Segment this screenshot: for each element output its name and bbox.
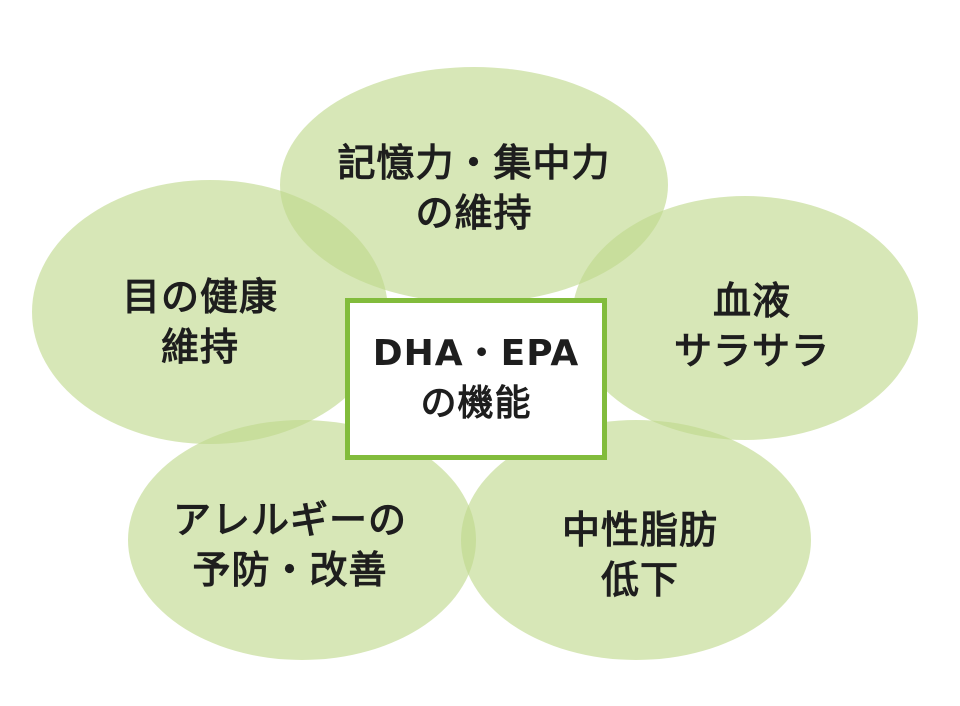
- petal-fat: [461, 420, 811, 660]
- petal-memory: [280, 67, 668, 303]
- center-box: DHA・EPA の機能: [345, 298, 607, 460]
- eye-line2: 維持: [160, 325, 240, 369]
- petal-label-eye: 目の健康 維持: [122, 272, 278, 372]
- allergy-line2: 予防・改善: [192, 548, 388, 592]
- petal-blood: [572, 196, 918, 440]
- memory-line2: の維持: [415, 191, 533, 235]
- petal-allergy: [128, 420, 476, 660]
- memory-line1: 記憶力・集中力: [337, 141, 611, 185]
- petal-label-allergy: アレルギーの 予防・改善: [173, 495, 407, 595]
- center-title: DHA・EPA: [372, 333, 580, 374]
- blood-line1: 血液: [712, 279, 792, 323]
- petal-eye: [32, 180, 388, 444]
- eye-line1: 目の健康: [121, 275, 279, 319]
- petal-label-memory: 記憶力・集中力 の維持: [337, 138, 610, 238]
- allergy-line1: アレルギーの: [172, 498, 408, 542]
- fat-line2: 低下: [600, 558, 680, 602]
- center-subtitle: の機能: [420, 383, 532, 424]
- blood-line2: サラサラ: [673, 329, 831, 373]
- petal-label-blood: 血液 サラサラ: [674, 276, 830, 376]
- fat-line1: 中性脂肪: [561, 508, 719, 552]
- petal-label-fat: 中性脂肪 低下: [562, 505, 718, 605]
